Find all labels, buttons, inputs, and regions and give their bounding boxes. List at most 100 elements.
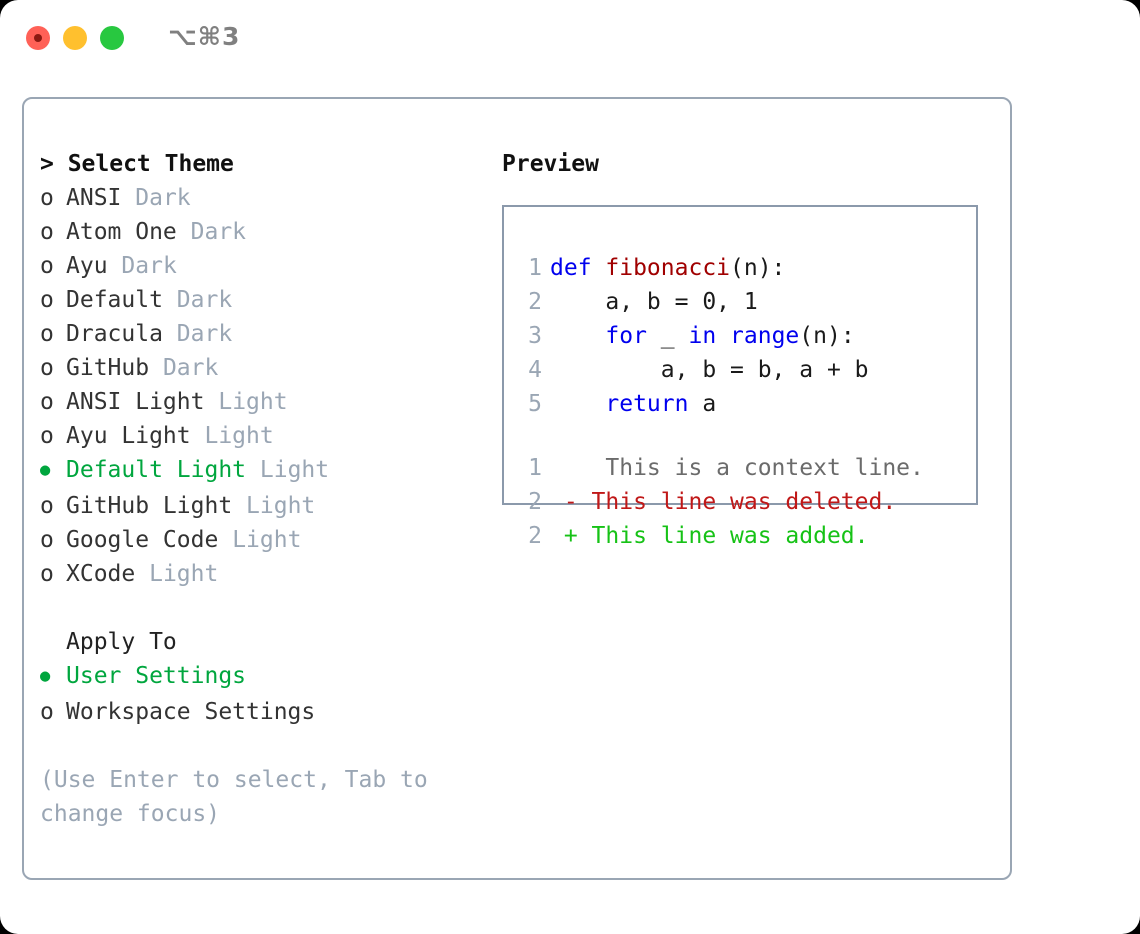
diff-line: 1 This is a context line. xyxy=(514,451,976,485)
code-line: 3 for _ in range(n): xyxy=(514,319,976,353)
diff-line-text: This is a context line. xyxy=(550,455,924,481)
radio-unselected-icon xyxy=(40,181,66,215)
theme-option-label: Default Light xyxy=(66,457,247,483)
theme-option-label: Ayu Light xyxy=(66,423,191,449)
line-number: 5 xyxy=(528,391,542,417)
list-spacer xyxy=(40,591,490,625)
theme-option-dracula[interactable]: Dracula Dark xyxy=(40,317,490,351)
theme-option-label: XCode xyxy=(66,561,136,587)
code-token: fibonacci xyxy=(605,255,731,281)
theme-category-badge: Dark xyxy=(162,355,219,381)
theme-option-label: GitHub xyxy=(66,355,150,381)
theme-option-ansi-light[interactable]: ANSI Light Light xyxy=(40,385,490,419)
radio-unselected-icon xyxy=(40,419,66,453)
code-token: a, b = b, a + b xyxy=(550,357,869,383)
traffic-light-group xyxy=(26,26,124,50)
code-token: a, b = 0, 1 xyxy=(550,289,758,315)
theme-option-label: GitHub Light xyxy=(66,493,233,519)
apply-to-option-label: User Settings xyxy=(66,663,247,689)
theme-picker-heading: > Select Theme xyxy=(40,151,234,177)
code-token: def xyxy=(550,255,606,281)
preview-gap xyxy=(514,421,976,451)
title-bar: ⌥⌘3 xyxy=(0,0,1140,78)
radio-unselected-icon xyxy=(40,215,66,249)
maximize-button[interactable] xyxy=(100,26,124,50)
radio-unselected-icon xyxy=(40,523,66,557)
apply-to-option-user-settings[interactable]: User Settings xyxy=(40,659,490,695)
theme-option-google-code[interactable]: Google Code Light xyxy=(40,523,490,557)
radio-unselected-icon xyxy=(40,557,66,591)
theme-option-xcode[interactable]: XCode Light xyxy=(40,557,490,591)
code-token xyxy=(550,323,605,349)
keyboard-shortcut-label: ⌥⌘3 xyxy=(168,22,241,51)
code-token: (n): xyxy=(799,323,855,349)
theme-category-badge: Dark xyxy=(135,185,191,211)
theme-option-ansi[interactable]: ANSI Dark xyxy=(40,181,490,215)
theme-category-badge: Light xyxy=(204,423,274,449)
theme-category-badge: Light xyxy=(218,389,288,415)
minimize-button[interactable] xyxy=(63,26,87,50)
code-token: range xyxy=(730,323,800,349)
theme-option-atom-one[interactable]: Atom One Dark xyxy=(40,215,490,249)
diff-line-text: - This line was deleted. xyxy=(550,489,897,515)
theme-category-badge: Light xyxy=(246,493,316,519)
theme-category-badge: Light xyxy=(232,527,302,553)
theme-option-label: Default xyxy=(66,287,163,313)
main-panel: > Select Theme ANSI DarkAtom One DarkAyu… xyxy=(22,97,1012,880)
theme-option-github[interactable]: GitHub Dark xyxy=(40,351,490,385)
theme-picker-column: > Select Theme ANSI DarkAtom One DarkAyu… xyxy=(40,147,490,831)
apply-to-list: User SettingsWorkspace Settings xyxy=(40,659,490,729)
radio-unselected-icon xyxy=(40,385,66,419)
theme-category-badge: Dark xyxy=(176,321,233,347)
line-number: 4 xyxy=(528,357,542,383)
code-token xyxy=(716,323,730,349)
theme-list: ANSI DarkAtom One DarkAyu DarkDefault Da… xyxy=(40,181,490,591)
theme-option-label: ANSI Light xyxy=(66,389,205,415)
radio-unselected-icon xyxy=(40,249,66,283)
code-line: 5 return a xyxy=(514,387,976,421)
theme-category-badge: Light xyxy=(259,457,330,483)
diff-line-text: + This line was added. xyxy=(550,523,869,549)
radio-selected-icon xyxy=(40,659,66,695)
theme-option-label: Dracula xyxy=(66,321,163,347)
diff-line: 2 - This line was deleted. xyxy=(514,485,976,519)
line-number: 2 xyxy=(528,523,542,549)
line-number: 2 xyxy=(528,289,542,315)
theme-category-badge: Dark xyxy=(121,253,177,279)
radio-unselected-icon xyxy=(40,695,66,729)
theme-option-label: ANSI xyxy=(66,185,122,211)
line-number: 3 xyxy=(528,323,542,349)
theme-option-default-light[interactable]: Default Light Light xyxy=(40,453,490,489)
theme-option-label: Atom One xyxy=(66,219,177,245)
hint-spacer xyxy=(40,729,490,763)
theme-option-default[interactable]: Default Dark xyxy=(40,283,490,317)
diff-line: 2 + This line was added. xyxy=(514,519,976,553)
code-token xyxy=(550,391,605,417)
apply-to-title: Apply To xyxy=(66,629,177,655)
apply-to-option-workspace-settings[interactable]: Workspace Settings xyxy=(40,695,490,729)
theme-category-badge: Dark xyxy=(176,287,233,313)
radio-unselected-icon xyxy=(40,283,66,317)
diff-sample: 1 This is a context line.2 - This line w… xyxy=(514,451,976,553)
line-number: 2 xyxy=(528,489,542,515)
theme-option-label: Ayu xyxy=(66,253,108,279)
radio-unselected-icon xyxy=(40,317,66,351)
code-token: (n): xyxy=(730,255,786,281)
theme-option-ayu[interactable]: Ayu Dark xyxy=(40,249,490,283)
keyboard-hint: (Use Enter to select, Tab to change focu… xyxy=(40,767,442,827)
code-line: 2 a, b = 0, 1 xyxy=(514,285,976,319)
radio-unselected-icon xyxy=(40,351,66,385)
theme-option-label: Google Code xyxy=(66,527,219,553)
theme-option-github-light[interactable]: GitHub Light Light xyxy=(40,489,490,523)
line-number: 1 xyxy=(528,455,542,481)
theme-category-badge: Dark xyxy=(190,219,247,245)
code-token: a xyxy=(688,391,717,417)
preview-title: Preview xyxy=(502,151,599,177)
theme-option-ayu-light[interactable]: Ayu Light Light xyxy=(40,419,490,453)
close-button[interactable] xyxy=(26,26,50,50)
code-token: in xyxy=(688,323,717,349)
